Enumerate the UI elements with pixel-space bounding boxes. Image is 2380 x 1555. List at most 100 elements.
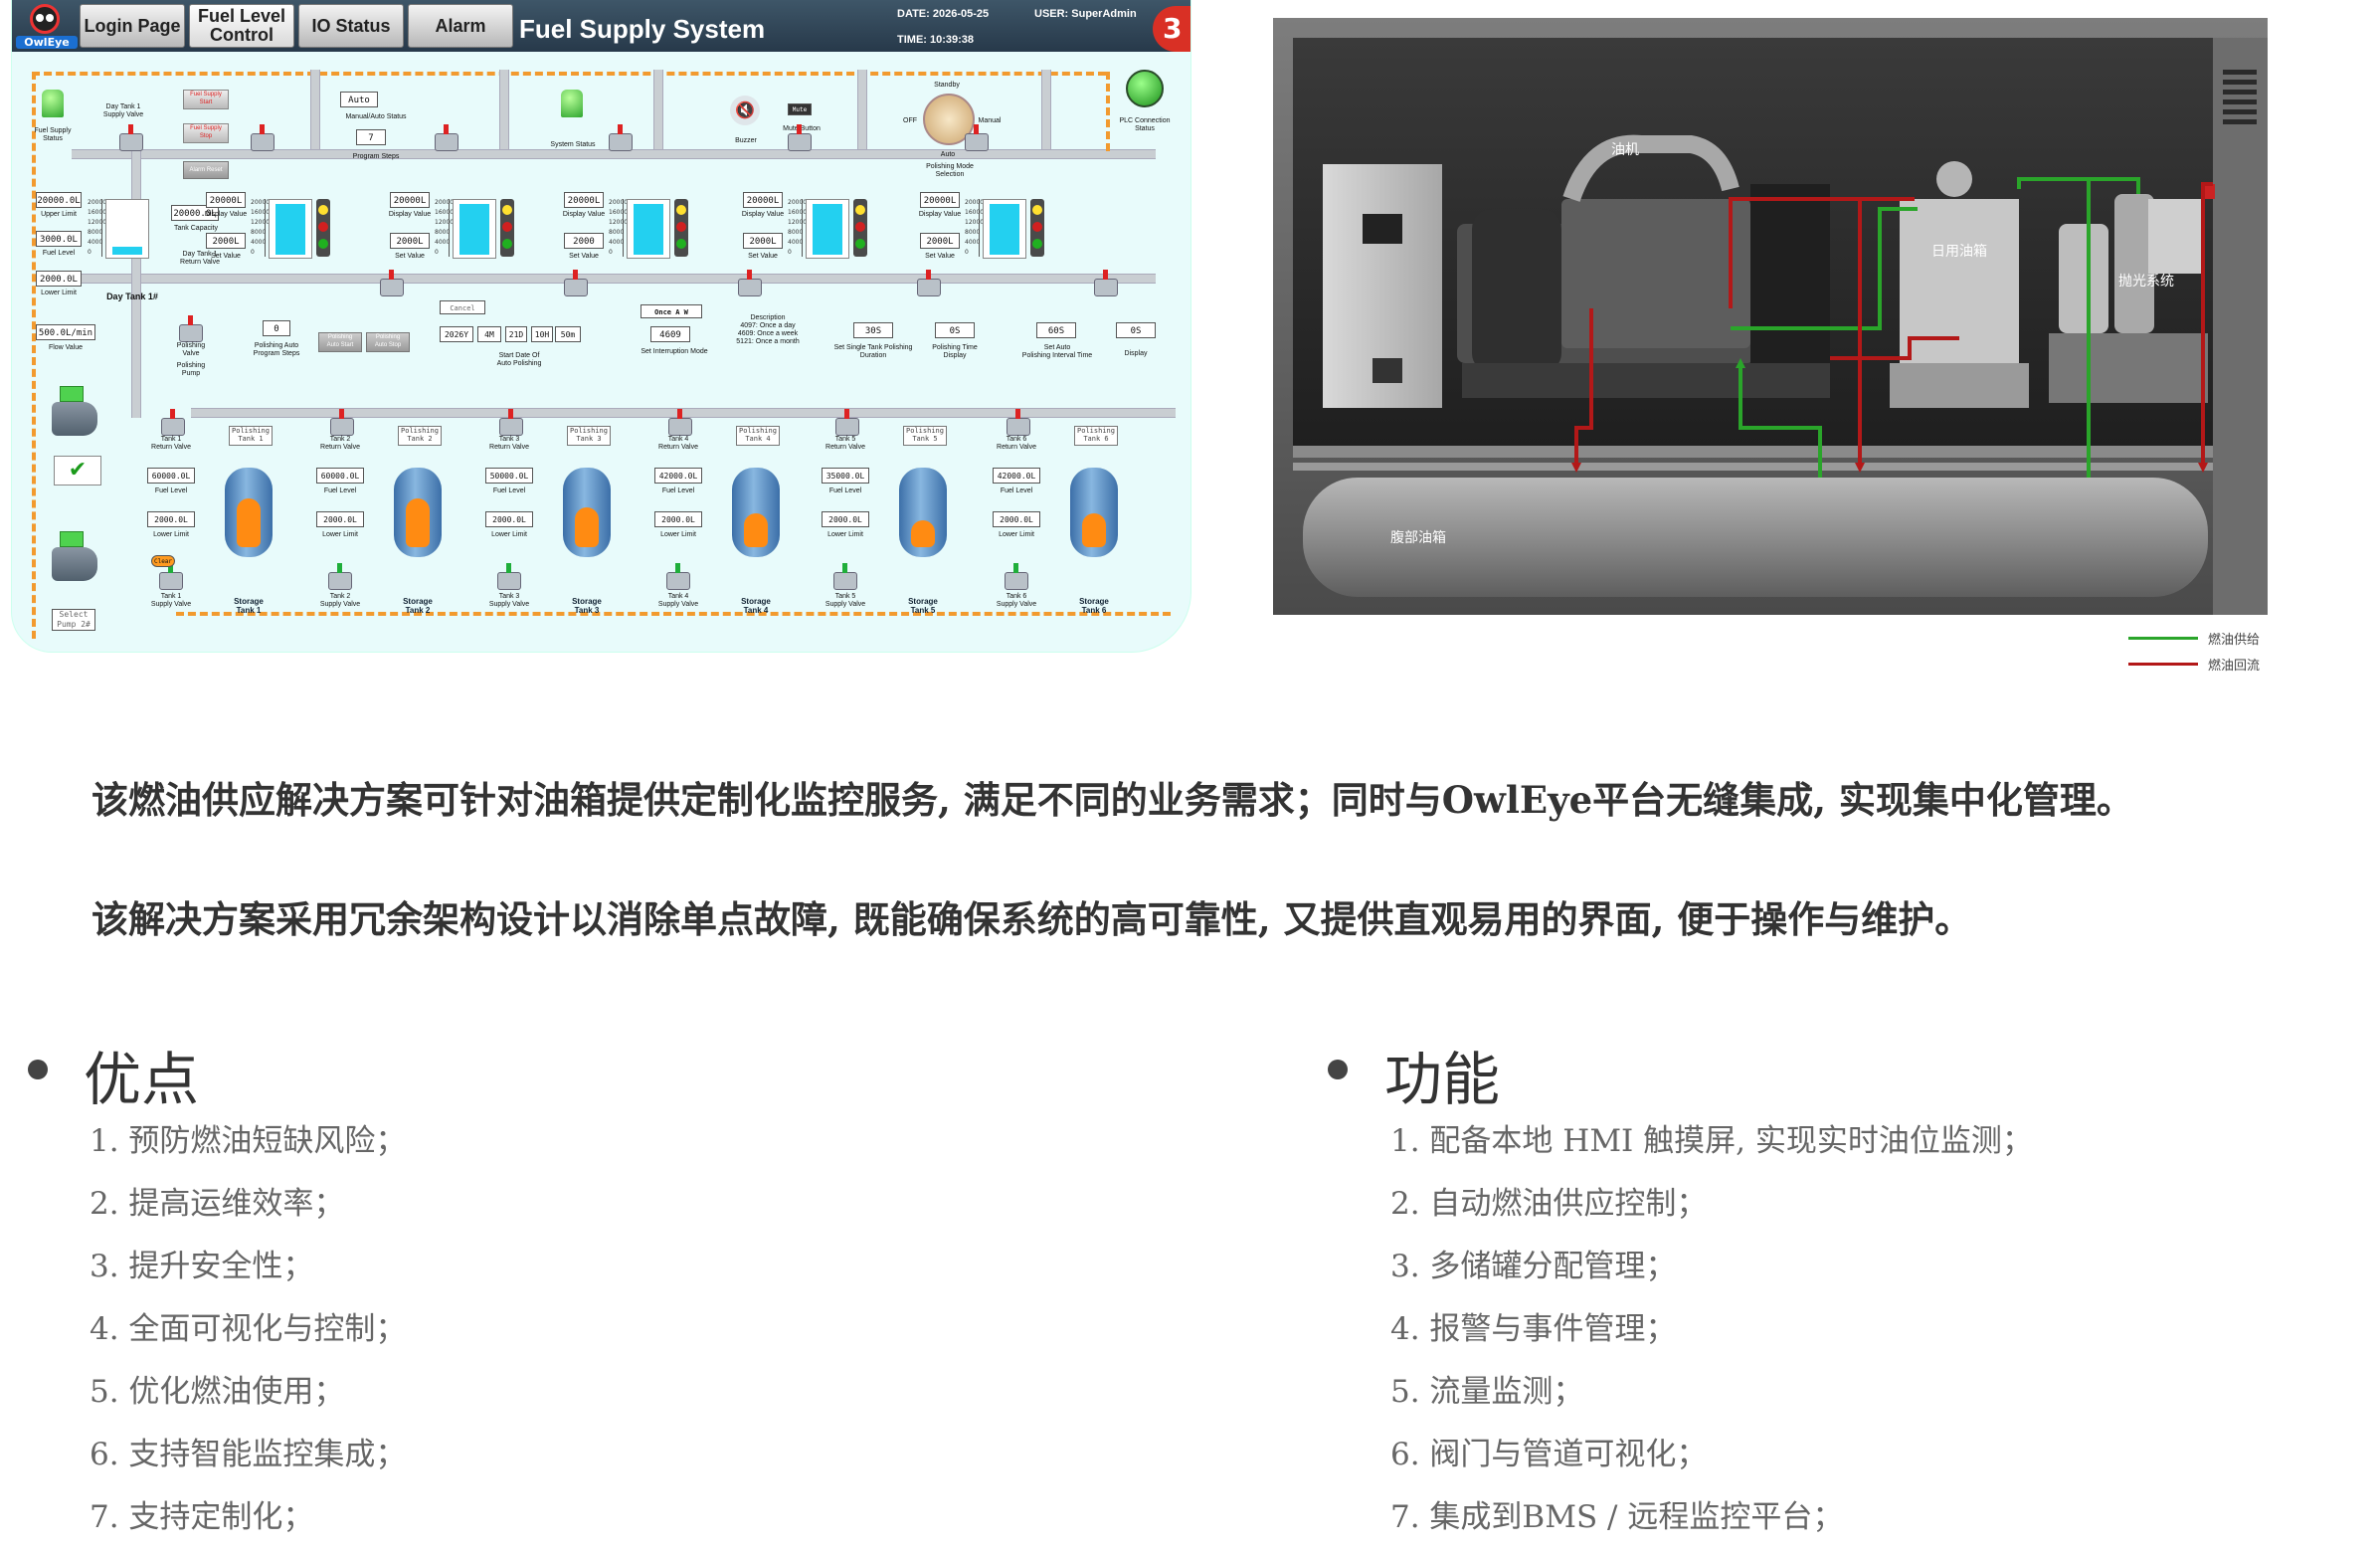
fuel-supply-stop-button[interactable]: Fuel Supply Stop [183, 123, 229, 143]
scale-tick-label: 0 [965, 249, 969, 256]
cancel-button[interactable]: Cancel [440, 300, 485, 314]
day-tank-pump [1936, 161, 1972, 197]
day-tank-return-valve[interactable] [564, 270, 588, 296]
tank-return-valve[interactable] [668, 409, 692, 436]
pipe-riser-4 [653, 70, 663, 149]
lower-limit-value[interactable]: 2000.0L [36, 271, 82, 287]
day-tank-return-valve[interactable] [380, 270, 404, 296]
manual-auto-value[interactable]: Auto [340, 92, 378, 107]
speaker-mute-icon[interactable]: 🔇 [730, 96, 760, 125]
tank-supply-valve[interactable] [497, 563, 521, 590]
tank-supply-valve[interactable] [666, 563, 690, 590]
tank-return-valve[interactable] [835, 409, 859, 436]
day-tank-indicator-lights [1030, 199, 1044, 257]
polishing-filter-2 [2114, 194, 2154, 333]
day-tank-supply-valve[interactable] [609, 124, 633, 151]
hmi-title: Fuel Supply System [519, 14, 766, 44]
tank-return-valve[interactable] [1007, 409, 1030, 436]
auto-interval-value[interactable]: 60S [1036, 322, 1076, 338]
interruption-mode-select[interactable]: Once A W [641, 304, 702, 318]
fuel-supply-status-lamp [42, 90, 64, 117]
container-floor [1293, 446, 2213, 458]
tank-supply-valve[interactable] [328, 563, 352, 590]
day-tank-supply-valve[interactable] [435, 124, 458, 151]
fuel-supply-start-button[interactable]: Fuel Supply Start [183, 90, 229, 109]
polishing-pump-label: Polishing Pump [176, 362, 206, 377]
scale-tick-label: 4000 [88, 239, 103, 246]
nav-alarm[interactable]: Alarm [408, 4, 513, 48]
polishing-auto-start-button[interactable]: Polishing Auto Start [318, 332, 362, 352]
tank-return-valve[interactable] [499, 409, 523, 436]
scale-tick-label: 0 [788, 249, 792, 256]
floor-beam [1293, 463, 2213, 471]
day-tank-set-value[interactable]: 2000 [564, 233, 604, 249]
start-date-field[interactable]: 2026Y [440, 326, 473, 342]
indicator-light [1032, 239, 1042, 249]
clear-button[interactable]: Clear [151, 555, 175, 567]
tank-lower-limit-value[interactable]: 2000.0L [485, 511, 533, 527]
mute-button[interactable]: Mute [788, 103, 812, 115]
tank-return-valve[interactable] [161, 409, 185, 436]
upper-limit-value[interactable]: 20000.0L [36, 192, 82, 208]
day-tank-set-value[interactable]: 2000L [390, 233, 430, 249]
storage-tank-fuel [406, 497, 430, 547]
day-tank-set-value[interactable]: 2000L [920, 233, 960, 249]
storage-tank-label: Storage Tank 3 [572, 597, 602, 615]
scale-tick-label: 4000 [965, 239, 981, 246]
day-tank-return-valve[interactable] [1094, 270, 1118, 296]
plc-connection-status-label: PLC Connection Status [1119, 117, 1171, 132]
auto-polish-steps-label: Polishing Auto Program Steps [253, 342, 300, 357]
day-tank-supply-valve[interactable] [965, 124, 989, 151]
checkmark-icon: ✔ [54, 456, 101, 486]
start-date-field[interactable]: 21D [505, 326, 527, 342]
alarm-count-badge[interactable]: 3 [1153, 6, 1190, 52]
plc-connection-status-lamp [1126, 70, 1164, 107]
tank-lower-limit-value[interactable]: 2000.0L [993, 511, 1040, 527]
features-item: 7. 集成到BMS / 远程监控平台； [1390, 1499, 1844, 1535]
start-date-field[interactable]: 50m [555, 326, 581, 342]
tank-return-valve[interactable] [330, 409, 354, 436]
tank-lower-limit-value[interactable]: 2000.0L [147, 511, 195, 527]
tank-lower-limit-value[interactable]: 2000.0L [822, 511, 869, 527]
day-tank-supply-valve[interactable] [251, 124, 275, 151]
auto-interval-label: Set Auto Polishing Interval Time [1021, 344, 1093, 359]
pump-1[interactable] [52, 402, 97, 436]
single-duration-value[interactable]: 30S [853, 322, 893, 338]
label-generator: 油机 [1611, 142, 1639, 158]
polishing-auto-stop-button[interactable]: Polishing Auto Stop [366, 332, 410, 352]
tank-lower-limit-label: Lower Limit [153, 531, 189, 538]
container-diagram-photo: 油机 日用油箱 抛光系统 腹部油箱 燃油供给 燃油回流 [1263, 10, 2292, 686]
logo-text: OwlEye [16, 36, 78, 49]
alarm-reset-button[interactable]: Alarm Reset [183, 161, 229, 179]
legend-supply-line [2128, 637, 2198, 640]
day-tank-set-value[interactable]: 2000L [206, 233, 246, 249]
start-date-field[interactable]: 4M [477, 326, 501, 342]
day-tank-supply-valve[interactable] [119, 124, 143, 151]
select-pump-button[interactable]: Select Pump 2# [52, 609, 95, 631]
pump-2[interactable] [52, 547, 97, 581]
tank-lower-limit-value[interactable]: 2000.0L [654, 511, 702, 527]
display-label: Display [1124, 350, 1148, 357]
scale-tick-label: 20000 [435, 199, 455, 206]
tank-fuel-level-value: 35000.0L [822, 468, 869, 484]
nav-login-page[interactable]: Login Page [80, 4, 185, 48]
day-tank-return-valve[interactable] [738, 270, 762, 296]
features-list: 1. 配备本地 HMI 触摸屏, 实现实时油位监测；2. 自动燃油供应控制；3.… [1390, 1110, 2033, 1549]
legend-return-line [2128, 663, 2198, 666]
tank-supply-valve[interactable] [833, 563, 857, 590]
tank-fuel-level-value: 42000.0L [993, 468, 1040, 484]
pipe-riser-2 [310, 70, 320, 149]
nav-fuel-level-control[interactable]: Fuel Level Control [189, 4, 294, 48]
day-tank-display-value: 20000L [206, 192, 246, 208]
day-tank-supply-valve[interactable] [788, 124, 812, 151]
storage-tank-label: Storage Tank 4 [741, 597, 771, 615]
start-date-field[interactable]: 10H [531, 326, 553, 342]
features-bullet [1328, 1060, 1348, 1079]
tank-supply-valve[interactable] [1005, 563, 1028, 590]
tank-lower-limit-value[interactable]: 2000.0L [316, 511, 364, 527]
day-tank-set-value[interactable]: 2000L [743, 233, 783, 249]
polishing-valve[interactable] [179, 315, 203, 342]
day-tank-return-valve[interactable] [917, 270, 941, 296]
nav-io-status[interactable]: IO Status [298, 4, 404, 48]
tank-supply-valve[interactable] [159, 563, 183, 590]
